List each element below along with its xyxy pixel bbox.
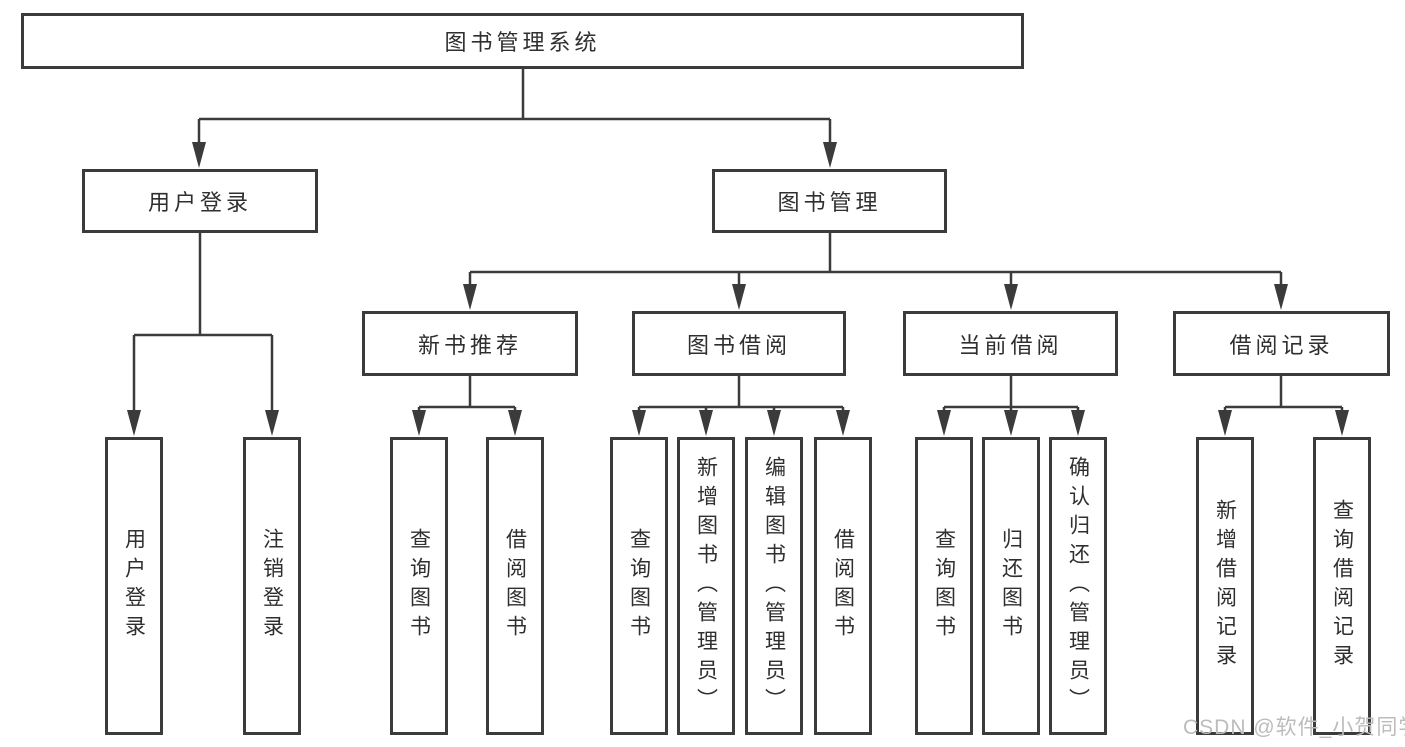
- leaf-query-books-3: 查询图书: [915, 437, 973, 735]
- leaf-return-book-label: 归还图书: [999, 528, 1023, 644]
- leaf-borrow-books-2-label: 借阅图书: [831, 528, 855, 644]
- leaf-logout-label: 注销登录: [260, 528, 284, 644]
- node-user-login-label: 用户登录: [147, 190, 252, 215]
- arrowhead: [937, 410, 951, 436]
- leaf-borrow-books-1: 借阅图书: [486, 437, 544, 735]
- arrowhead: [192, 142, 206, 168]
- node-book-borrow-label: 图书借阅: [686, 332, 791, 358]
- arrowhead: [823, 142, 837, 168]
- arrowhead: [1004, 284, 1018, 310]
- leaf-edit-book-admin-label: 编辑图书（管理员）: [762, 455, 786, 717]
- arrowhead: [265, 410, 279, 436]
- arrowhead: [632, 410, 646, 436]
- leaf-query-books-3-label: 查询图书: [932, 528, 956, 644]
- connector-borrow-records: [1223, 376, 1344, 414]
- leaf-add-book-admin-label: 新增图书（管理员）: [694, 455, 718, 717]
- node-user-login: 用户登录: [82, 169, 318, 233]
- arrowhead: [767, 410, 781, 436]
- node-borrow-records-label: 借阅记录: [1229, 332, 1334, 358]
- node-new-book-rec: 新书推荐: [362, 311, 578, 376]
- arrowhead: [699, 410, 713, 436]
- node-book-mgmt-label: 图书管理: [777, 190, 882, 215]
- arrowhead: [1335, 410, 1349, 436]
- leaf-query-books-1-label: 查询图书: [407, 528, 431, 644]
- connector-root: [197, 69, 832, 146]
- connector-current-borrow: [942, 376, 1080, 414]
- arrowhead: [1218, 410, 1232, 436]
- leaf-query-books-2-label: 查询图书: [627, 528, 651, 644]
- node-current-borrow-label: 当前借阅: [958, 332, 1063, 358]
- watermark: CSDN @软件_小贺同学: [1183, 716, 1405, 739]
- node-root: 图书管理系统: [21, 13, 1024, 69]
- leaf-edit-book-admin: 编辑图书（管理员）: [745, 437, 803, 735]
- arrowhead: [463, 284, 477, 310]
- arrowhead: [836, 410, 850, 436]
- connector-book-borrow: [637, 376, 845, 414]
- node-book-borrow: 图书借阅: [632, 311, 846, 376]
- connector-new-book: [417, 376, 517, 414]
- node-book-mgmt: 图书管理: [712, 169, 947, 233]
- leaf-logout: 注销登录: [243, 437, 301, 735]
- node-current-borrow: 当前借阅: [903, 311, 1118, 376]
- arrowhead: [127, 410, 141, 436]
- node-borrow-records: 借阅记录: [1173, 311, 1390, 376]
- node-new-book-rec-label: 新书推荐: [417, 332, 522, 358]
- leaf-add-book-admin: 新增图书（管理员）: [677, 437, 735, 735]
- leaf-confirm-return-admin: 确认归还（管理员）: [1049, 437, 1107, 735]
- leaf-query-borrow-record: 查询借阅记录: [1313, 437, 1371, 735]
- leaf-user-login: 用户登录: [105, 437, 163, 735]
- arrowhead: [508, 410, 522, 436]
- leaf-borrow-books-1-label: 借阅图书: [503, 528, 527, 644]
- connector-book-mgmt: [468, 233, 1283, 288]
- connector-user-login: [132, 233, 274, 414]
- arrowhead: [1004, 410, 1018, 436]
- leaf-return-book: 归还图书: [982, 437, 1040, 735]
- leaf-user-login-label: 用户登录: [122, 528, 146, 644]
- arrowhead: [1071, 410, 1085, 436]
- leaf-add-borrow-record: 新增借阅记录: [1196, 437, 1254, 735]
- arrowhead: [732, 284, 746, 310]
- leaf-query-books-1: 查询图书: [390, 437, 448, 735]
- leaf-add-borrow-record-label: 新增借阅记录: [1213, 499, 1237, 673]
- node-root-label: 图书管理系统: [444, 30, 601, 55]
- arrowhead: [1274, 284, 1288, 310]
- leaf-borrow-books-2: 借阅图书: [814, 437, 872, 735]
- leaf-query-books-2: 查询图书: [610, 437, 668, 735]
- leaf-query-borrow-record-label: 查询借阅记录: [1330, 499, 1354, 673]
- arrowhead: [412, 410, 426, 436]
- leaf-confirm-return-admin-label: 确认归还（管理员）: [1066, 455, 1090, 717]
